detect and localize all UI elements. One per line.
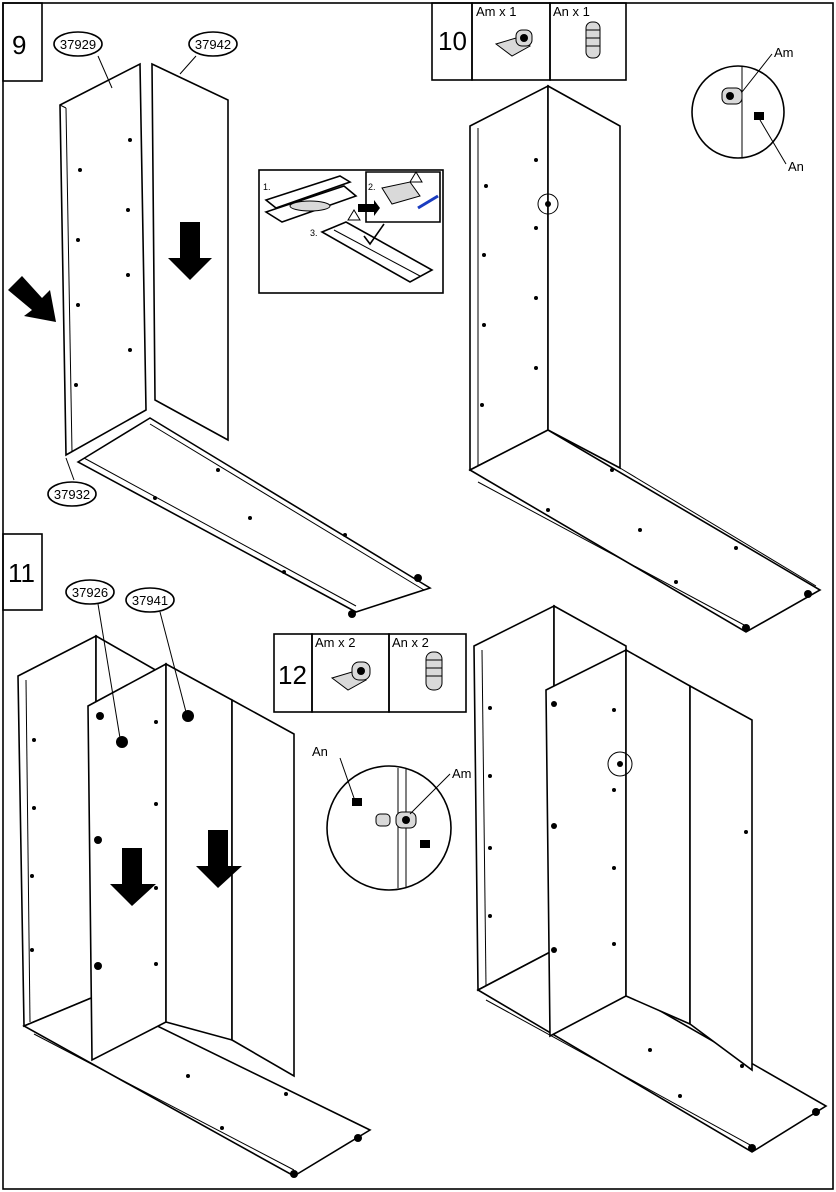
svg-text:37942: 37942	[195, 37, 231, 52]
step-9-number: 9	[12, 30, 26, 60]
cam-lock-icon	[494, 29, 533, 57]
step-9-box	[2, 2, 43, 82]
arrow-right-icon	[358, 200, 380, 216]
bottom-panel-37932	[76, 417, 432, 613]
step-12-number: 12	[278, 660, 307, 690]
detail-cam-lock-double: An Am	[312, 744, 472, 891]
inset-step-1: 1.	[263, 182, 271, 192]
callout-am: Am	[452, 766, 472, 781]
part-label-37941: 37941	[125, 587, 187, 713]
cam-position-marker	[607, 751, 633, 777]
step-9: 9 37929	[2, 2, 432, 618]
svg-text:37941: 37941	[132, 593, 168, 608]
callout-an: An	[312, 744, 328, 759]
detail-cam-lock: Am An	[691, 45, 804, 174]
hand-icon	[381, 181, 421, 205]
kit-cell-an	[549, 2, 627, 81]
side-panel-assembled	[469, 84, 549, 472]
dowel-screw-icon	[425, 651, 443, 691]
panel-holes	[480, 158, 738, 584]
step-12: 12 Am x 2 An x 2 An Am	[273, 604, 828, 1153]
arrow-down-icon	[196, 830, 242, 888]
part-label-37929: 37929	[53, 31, 113, 89]
svg-text:37926: 37926	[72, 585, 108, 600]
arrow-down-icon	[110, 848, 156, 906]
middle-panel-s12	[545, 648, 627, 1038]
panel-holes	[488, 701, 748, 1098]
back-panel-assembled	[547, 84, 621, 470]
step-11-number: 11	[8, 558, 35, 588]
kit-label-an: An x 1	[553, 4, 590, 19]
side-panel-s12	[473, 604, 555, 992]
dowel-screw-icon	[585, 21, 601, 59]
part-label-37926: 37926	[65, 579, 121, 739]
step-10: 10 Am x 1 An x 1	[431, 2, 822, 633]
cam-position-marker	[537, 193, 559, 215]
panel-holes	[74, 138, 347, 574]
warning-icon	[409, 171, 423, 183]
door-panel-right-s12	[689, 684, 753, 1072]
arrow-down-icon	[168, 222, 212, 280]
inset-step-2: 2.	[368, 182, 376, 192]
bottom-panel-assembled	[468, 429, 822, 633]
kit-label-am: Am x 1	[476, 4, 516, 19]
cam-lock-icon	[330, 661, 371, 691]
kit-label-am: Am x 2	[315, 635, 355, 650]
cam-hole-marker	[116, 736, 128, 748]
inset-instructions: 1. 2. 3.	[258, 169, 444, 294]
callout-am: Am	[774, 45, 794, 60]
cam-hole-marker	[182, 710, 194, 722]
step-11: 11 37926 37941	[2, 533, 372, 1178]
svg-text:37929: 37929	[60, 37, 96, 52]
svg-text:37932: 37932	[54, 487, 90, 502]
arrow-diagonal-icon	[8, 276, 56, 322]
part-label-37932: 37932	[47, 457, 97, 507]
step-10-number: 10	[438, 26, 467, 56]
panel-holes	[30, 712, 288, 1130]
part-label-37942: 37942	[179, 31, 238, 75]
door-panel-s12	[625, 648, 691, 1026]
door-panel-right	[231, 698, 295, 1078]
check-icon	[363, 223, 385, 246]
callout-an: An	[788, 159, 804, 174]
inset-step-3: 3.	[310, 228, 318, 238]
kit-cell-an	[388, 633, 467, 713]
panel-strip	[320, 221, 434, 283]
kit-label-an: An x 2	[392, 635, 429, 650]
step-11-box	[2, 533, 43, 611]
side-panel-37929	[59, 62, 147, 457]
